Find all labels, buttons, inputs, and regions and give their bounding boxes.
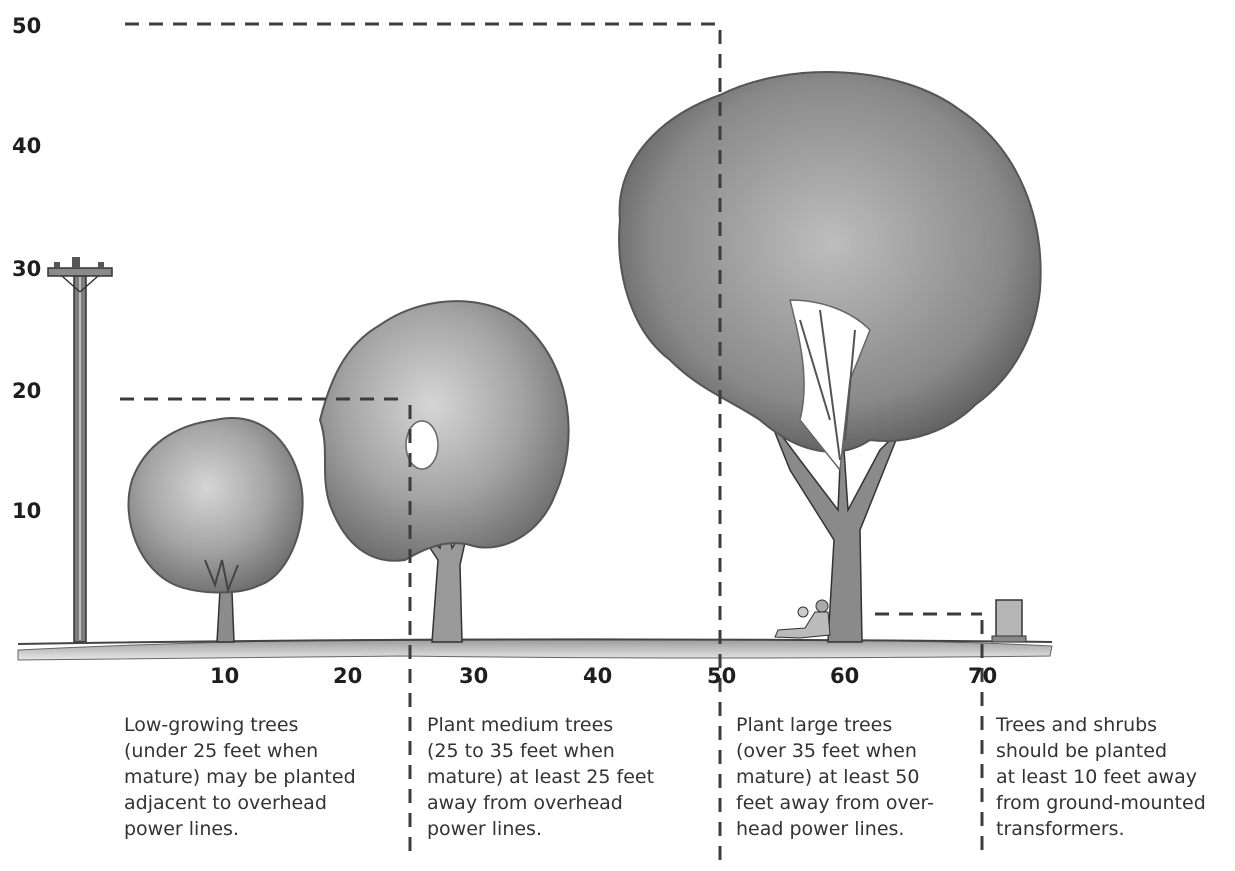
caption-line: feet away from over-: [736, 790, 934, 816]
caption-line: Plant large trees: [736, 712, 934, 738]
caption-line: head power lines.: [736, 816, 934, 842]
caption-line: adjacent to overhead: [124, 790, 356, 816]
small-tree: [129, 418, 303, 642]
y-label-20: 20: [12, 379, 41, 403]
ground: [18, 639, 1052, 660]
caption-line: (under 25 feet when: [124, 738, 356, 764]
x-label-70: 70: [968, 664, 997, 688]
caption-line: mature) may be planted: [124, 764, 356, 790]
transformer-box: [992, 600, 1026, 642]
x-label-30: 30: [459, 664, 488, 688]
x-label-50: 50: [707, 664, 736, 688]
caption-line: (25 to 35 feet when: [427, 738, 654, 764]
caption-low-growing: Low-growing trees (under 25 feet when ma…: [124, 712, 356, 842]
caption-line: power lines.: [427, 816, 654, 842]
caption-line: mature) at least 50: [736, 764, 934, 790]
caption-line: mature) at least 25 feet: [427, 764, 654, 790]
y-label-50: 50: [12, 14, 41, 38]
caption-line: power lines.: [124, 816, 356, 842]
caption-line: should be planted: [996, 738, 1206, 764]
caption-transformers: Trees and shrubs should be planted at le…: [996, 712, 1206, 842]
y-label-10: 10: [12, 499, 41, 523]
y-axis-labels: 50 40 30 20 10: [12, 14, 41, 523]
caption-line: away from overhead: [427, 790, 654, 816]
person-sitting: [775, 600, 830, 638]
x-label-10: 10: [210, 664, 239, 688]
x-label-20: 20: [333, 664, 362, 688]
caption-line: from ground-mounted: [996, 790, 1206, 816]
caption-line: (over 35 feet when: [736, 738, 934, 764]
caption-medium: Plant medium trees (25 to 35 feet when m…: [427, 712, 654, 842]
x-axis-labels: 10 20 30 40 50 60 70: [210, 664, 997, 688]
caption-large: Plant large trees (over 35 feet when mat…: [736, 712, 934, 842]
caption-line: Plant medium trees: [427, 712, 654, 738]
medium-tree: [320, 301, 569, 642]
y-label-30: 30: [12, 257, 41, 281]
caption-line: at least 10 feet away: [996, 764, 1206, 790]
utility-pole: [48, 257, 112, 642]
caption-line: Low-growing trees: [124, 712, 356, 738]
y-label-40: 40: [12, 134, 41, 158]
caption-line: Trees and shrubs: [996, 712, 1206, 738]
x-label-40: 40: [583, 664, 612, 688]
caption-line: transformers.: [996, 816, 1206, 842]
x-label-60: 60: [830, 664, 859, 688]
large-tree: [619, 72, 1041, 642]
